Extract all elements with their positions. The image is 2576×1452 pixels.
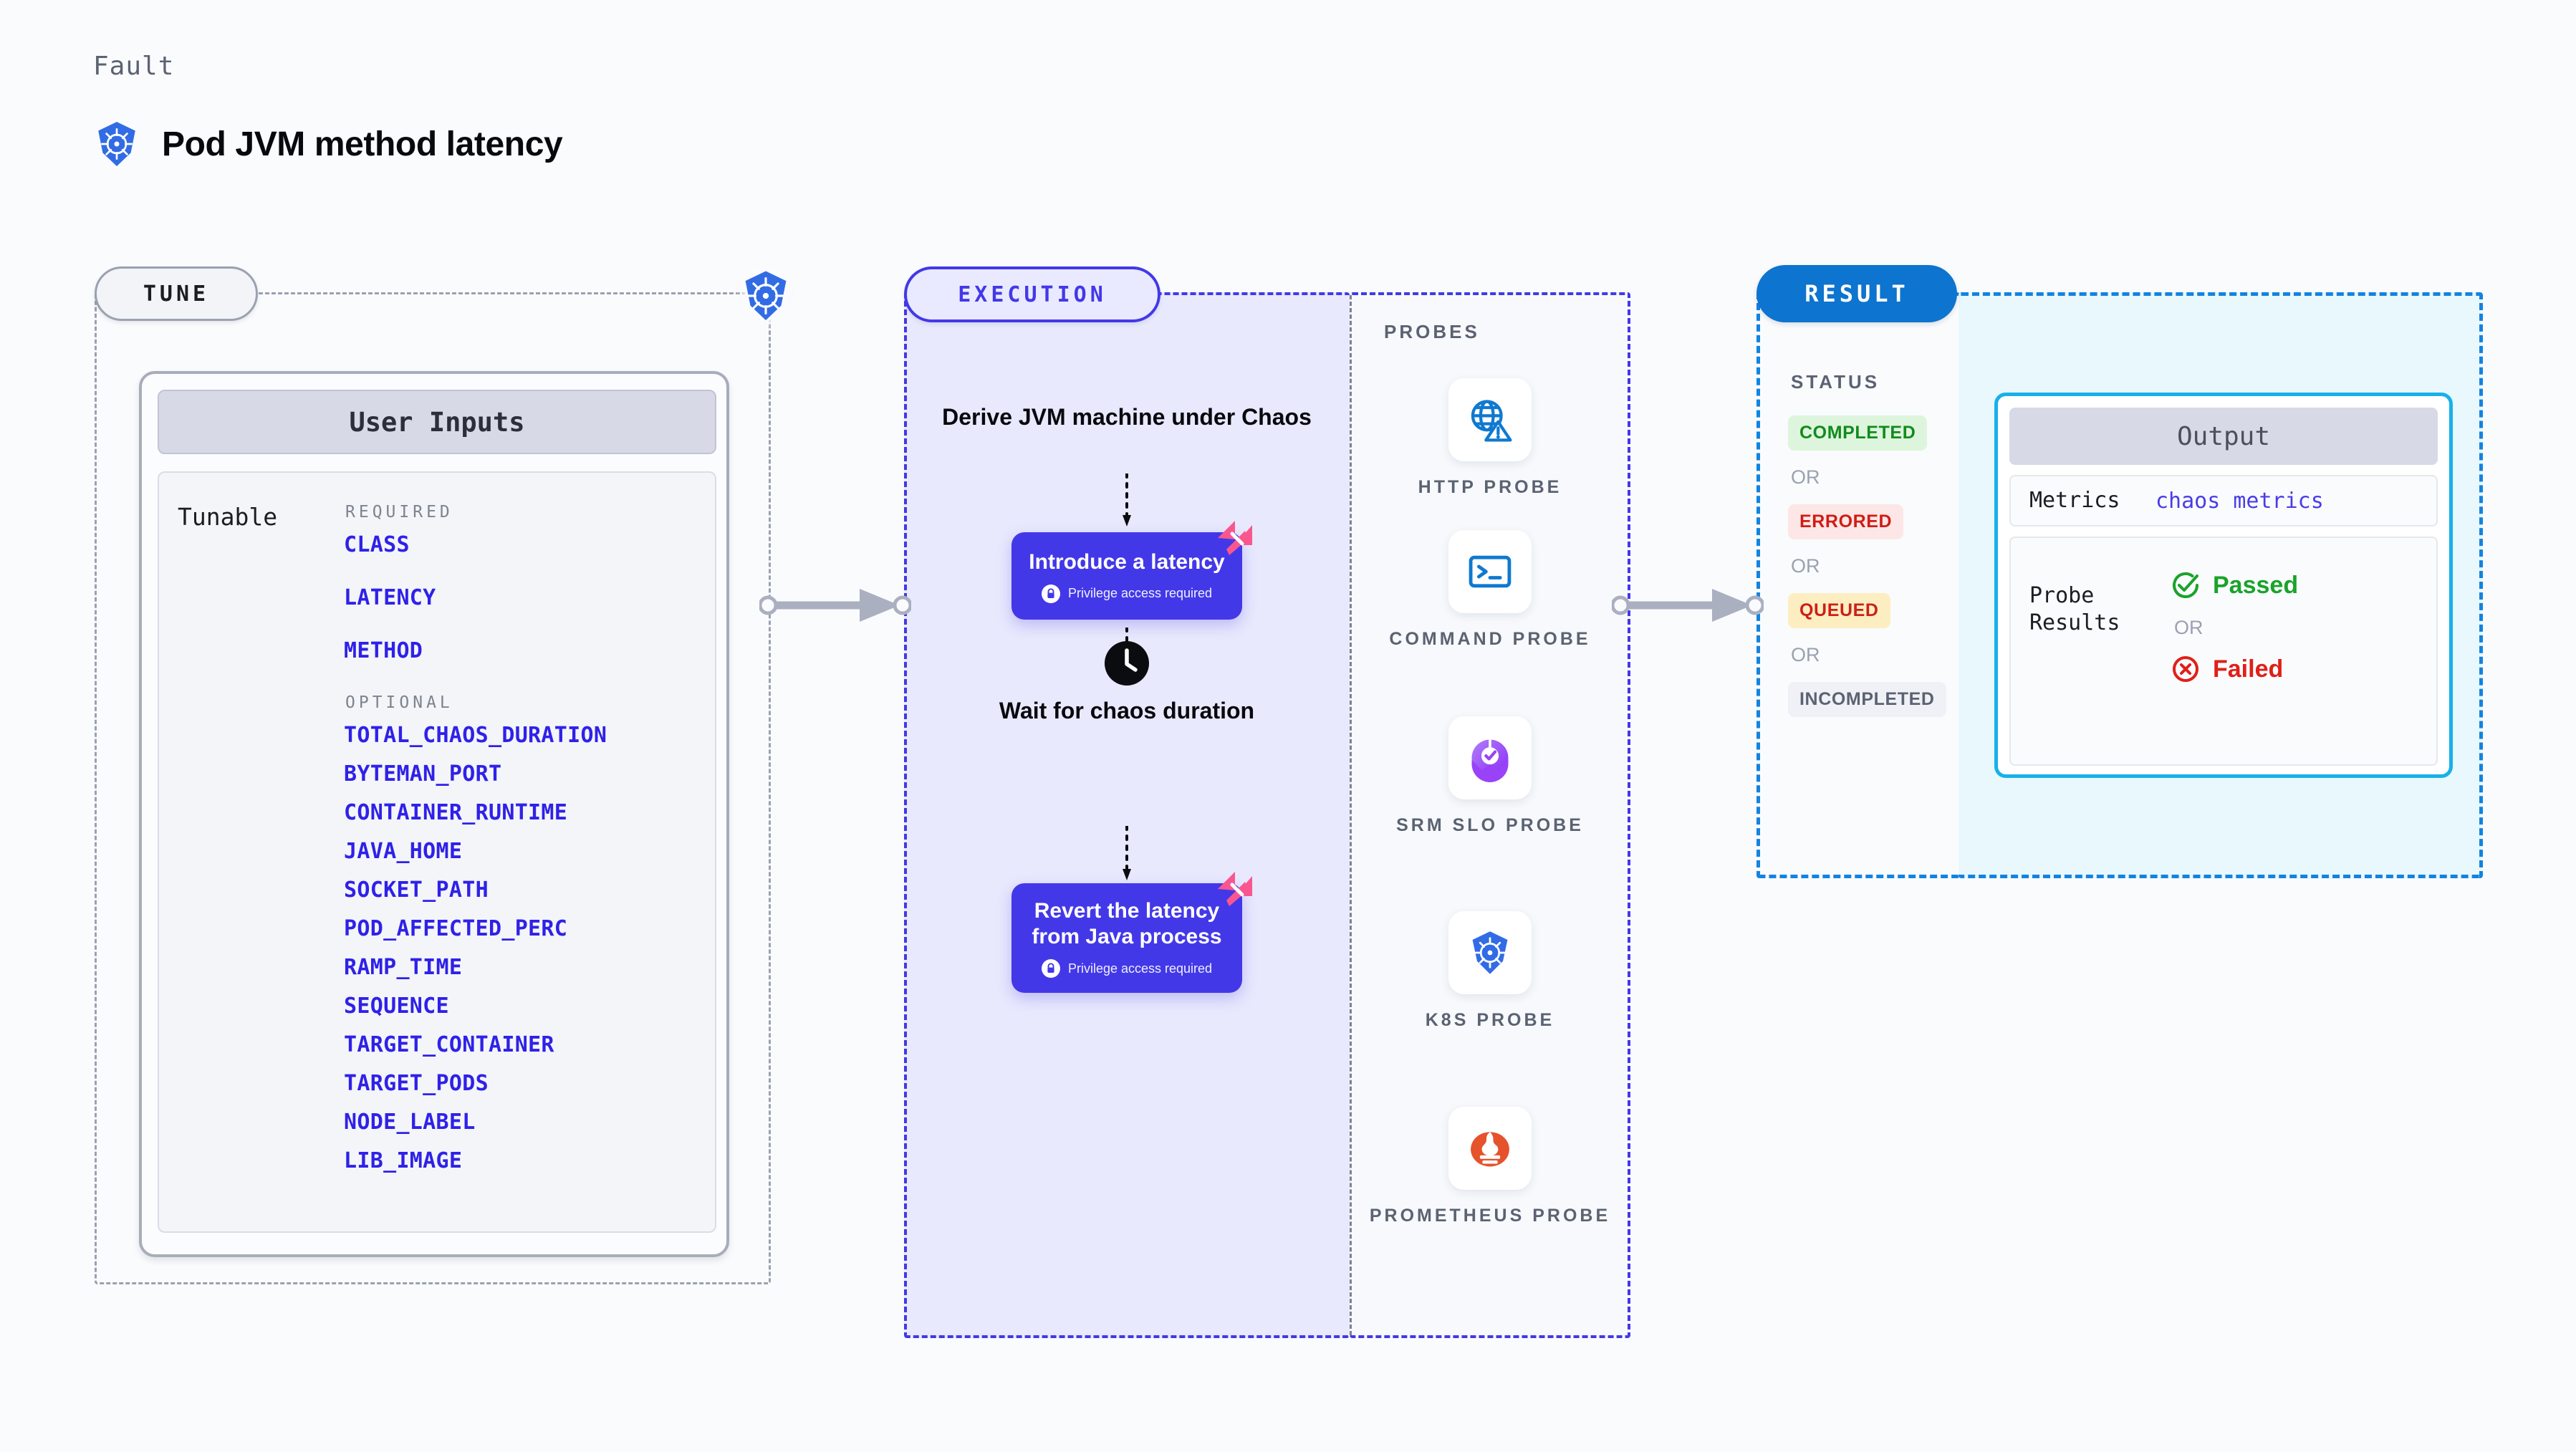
probe-item-srm-slo[interactable]: SRM SLO PROBE [1350,716,1630,837]
param-target-pods[interactable]: TARGET_PODS [344,1071,489,1096]
lock-icon [1041,959,1060,978]
step-derive-jvm: Derive JVM machine under Chaos [942,404,1312,430]
kubernetes-icon [1466,928,1514,977]
param-total-chaos-duration[interactable]: TOTAL_CHAOS_DURATION [344,723,607,748]
probe-results-key: Probe Results [2029,583,2120,636]
execution-block-introduce-latency[interactable]: Introduce a latency Privilege access req… [1011,521,1252,620]
probe-item-command[interactable]: COMMAND PROBE [1350,530,1630,651]
param-class[interactable]: CLASS [344,532,410,557]
passed-label: Passed [2213,571,2299,599]
param-socket-path[interactable]: SOCKET_PATH [344,878,489,903]
probes-divider [1350,295,1352,1335]
tune-pill[interactable]: TUNE [95,266,258,321]
param-node-label[interactable]: NODE_LABEL [344,1110,476,1135]
probe-label: COMMAND PROBE [1389,629,1591,649]
param-java-home[interactable]: JAVA_HOME [344,839,463,864]
check-circle-icon [2170,569,2201,601]
status-badge-queued[interactable]: QUEUED [1788,593,1890,628]
probe-card [1448,1107,1532,1190]
param-lib-image[interactable]: LIB_IMAGE [344,1148,463,1173]
probe-card [1448,911,1532,994]
execution-pill[interactable]: EXECUTION [904,266,1160,322]
kubernetes-icon [93,120,140,168]
block-title: Introduce a latency [1029,549,1225,574]
status-list: COMPLETED OR ERRORED OR QUEUED OR INCOMP… [1788,415,1960,717]
probe-label: HTTP PROBE [1418,477,1562,497]
probe-card [1448,716,1532,799]
user-inputs-body: Tunable REQUIRED CLASS LATENCY METHOD OP… [158,471,716,1233]
clock-icon [1105,641,1149,686]
param-target-container[interactable]: TARGET_CONTAINER [344,1032,554,1057]
execution-flow: Derive JVM machine under Chaos Introduce… [904,292,1350,1338]
block-subtitle-text: Privilege access required [1067,961,1213,976]
param-byteman-port[interactable]: BYTEMAN_PORT [344,761,502,787]
status-region [1756,292,1960,878]
probe-result-failed: Failed [2170,653,2298,685]
terminal-icon [1466,547,1514,596]
x-circle-icon [2170,653,2201,685]
probe-result-passed: Passed [2170,569,2298,601]
param-container-runtime[interactable]: CONTAINER_RUNTIME [344,800,568,825]
probe-label: PROMETHEUS PROBE [1369,1206,1611,1226]
tune-region [95,292,771,1284]
probe-label: K8S PROBE [1425,1010,1555,1030]
status-badge-incompleted[interactable]: INCOMPLETED [1788,682,1946,717]
param-pod-affected-perc[interactable]: POD_AFFECTED_PERC [344,916,568,941]
user-inputs-title: User Inputs [158,390,716,454]
status-badge-errored[interactable]: ERRORED [1788,504,1904,539]
failed-label: Failed [2213,655,2284,683]
page-title-row: Pod JVM method latency [93,120,563,168]
litmus-chaos-icon [1213,518,1256,561]
step-wait-for-chaos: Wait for chaos duration [999,698,1255,723]
param-method[interactable]: METHOD [344,638,423,663]
tunable-label: Tunable [178,503,278,531]
output-card-title: Output [2009,408,2438,465]
page-kicker: Fault [93,52,175,81]
param-sequence[interactable]: SEQUENCE [344,994,449,1019]
lock-icon [1041,584,1060,603]
output-metrics-row: Metrics chaos metrics [2009,475,2438,527]
block-subtitle-text: Privilege access required [1067,586,1213,600]
metrics-value[interactable]: chaos metrics [2156,488,2324,514]
status-or-3: OR [1791,644,1820,665]
probe-item-k8s[interactable]: K8S PROBE [1350,911,1630,1032]
block-subtitle: Privilege access required [1041,959,1213,978]
result-pill[interactable]: RESULT [1756,265,1957,322]
connector-tune-to-execution [758,580,913,634]
user-inputs-card: User Inputs Tunable REQUIRED CLASS LATEN… [139,371,729,1257]
param-latency[interactable]: LATENCY [344,585,436,610]
litmus-chaos-icon [1213,869,1256,912]
required-heading: REQUIRED [345,503,453,521]
flow-arrow-3 [1121,824,1133,887]
srm-slo-icon [1466,734,1514,782]
probe-card [1448,378,1532,461]
output-probe-results-row: Probe Results Passed OR [2009,537,2438,766]
output-card: Output Metrics chaos metrics Probe Resul… [1994,393,2453,778]
block-subtitle: Privilege access required [1041,584,1213,603]
parameter-list: REQUIRED CLASS LATENCY METHOD OPTIONAL T… [344,491,702,1189]
status-title: STATUS [1791,371,1880,393]
prometheus-icon [1466,1124,1514,1173]
clock-icon-wrap [1105,641,1149,686]
probe-card [1448,530,1532,613]
status-or-1: OR [1791,466,1820,488]
globe-warning-icon [1466,395,1514,444]
flow-arrow-1 [1121,472,1133,533]
page-title: Pod JVM method latency [162,125,563,163]
execution-block-revert-latency[interactable]: Revert the latency from Java process Pri… [1011,872,1252,993]
param-ramp-time[interactable]: RAMP_TIME [344,955,463,980]
probes-title: PROBES [1384,321,1480,342]
probe-item-http[interactable]: HTTP PROBE [1350,378,1630,499]
status-or-2: OR [1791,555,1820,577]
probe-item-prometheus[interactable]: PROMETHEUS PROBE [1350,1107,1630,1228]
probe-label: SRM SLO PROBE [1396,815,1584,835]
block-title: Revert the latency from Java process [1032,899,1222,948]
optional-heading: OPTIONAL [345,693,453,712]
kubernetes-icon [738,268,794,324]
connector-execution-to-result [1610,580,1765,634]
metrics-key: Metrics [2029,487,2120,513]
probe-results-or: OR [2174,617,2203,638]
probe-results-values: Passed OR Failed [2170,569,2298,685]
status-badge-completed[interactable]: COMPLETED [1788,415,1928,451]
